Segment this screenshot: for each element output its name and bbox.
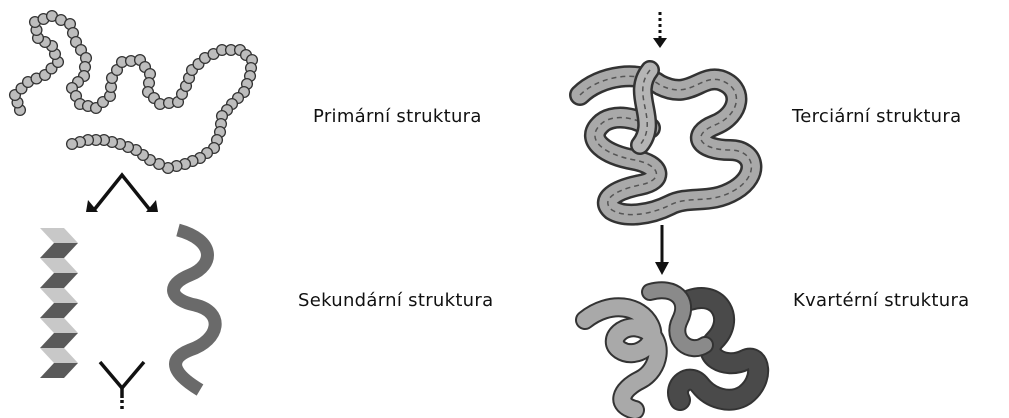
primary-structure-label: Primární struktura — [313, 106, 482, 127]
multi-subunit-complex-icon — [585, 290, 758, 410]
beta-strand-dark — [40, 243, 78, 258]
beta-sheet-zigzag-icon — [40, 228, 78, 378]
beta-strand-light — [40, 288, 78, 303]
folded-polypeptide-icon — [580, 70, 751, 215]
beta-strand-light — [40, 348, 78, 363]
amino-acid-bead-chain-icon — [10, 11, 258, 174]
merge-arrow — [100, 362, 144, 412]
beta-strand-dark — [40, 333, 78, 348]
incoming-dashed-arrow — [653, 12, 667, 48]
beta-strand-light — [40, 318, 78, 333]
quaternary-structure-label: Kvartérní struktura — [793, 290, 970, 311]
beta-strand-light — [40, 228, 78, 243]
split-arrow — [86, 175, 158, 212]
alpha-helix-icon — [174, 230, 216, 390]
beta-strand-dark — [40, 363, 78, 378]
down-arrow — [655, 225, 669, 275]
amino-acid-bead — [67, 139, 78, 150]
beta-strand-dark — [40, 303, 78, 318]
beta-strand-dark — [40, 273, 78, 288]
secondary-structure-label: Sekundární struktura — [298, 290, 493, 311]
beta-strand-light — [40, 258, 78, 273]
tertiary-structure-label: Terciární struktura — [792, 106, 961, 127]
